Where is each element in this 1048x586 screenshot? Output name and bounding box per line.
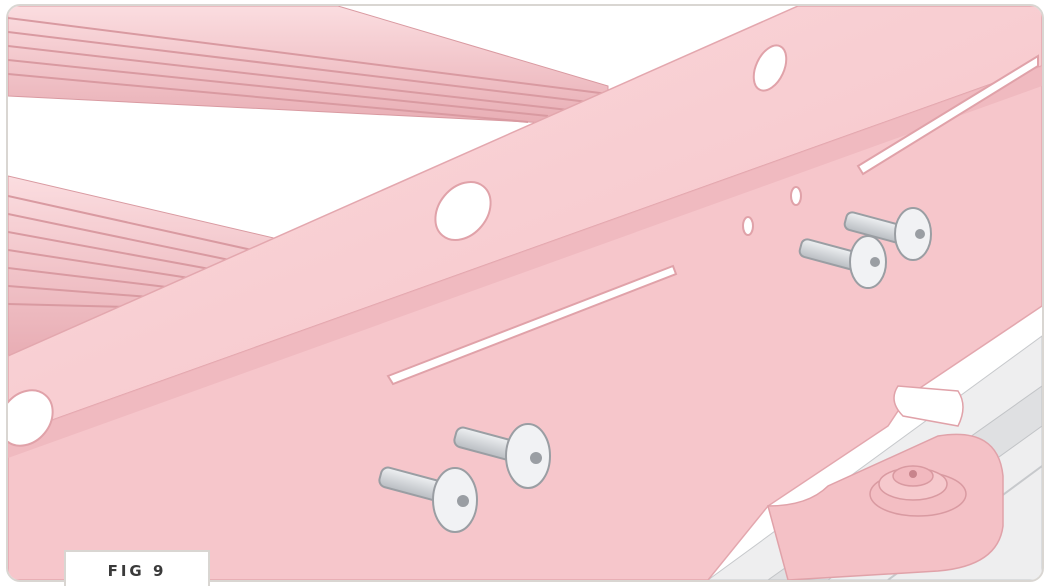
bracket-panel — [8, 6, 1042, 437]
screw-2 — [798, 235, 887, 289]
illustration-frame — [6, 4, 1044, 582]
figure-label: FIG 9 — [64, 550, 210, 586]
screw-3 — [453, 423, 551, 489]
screw-1 — [843, 207, 932, 261]
installed-fastener — [869, 465, 967, 517]
upper-rail — [8, 6, 609, 127]
panel-slots — [8, 44, 1039, 447]
assembly-illustration — [8, 6, 1042, 580]
screw-4 — [378, 466, 478, 533]
